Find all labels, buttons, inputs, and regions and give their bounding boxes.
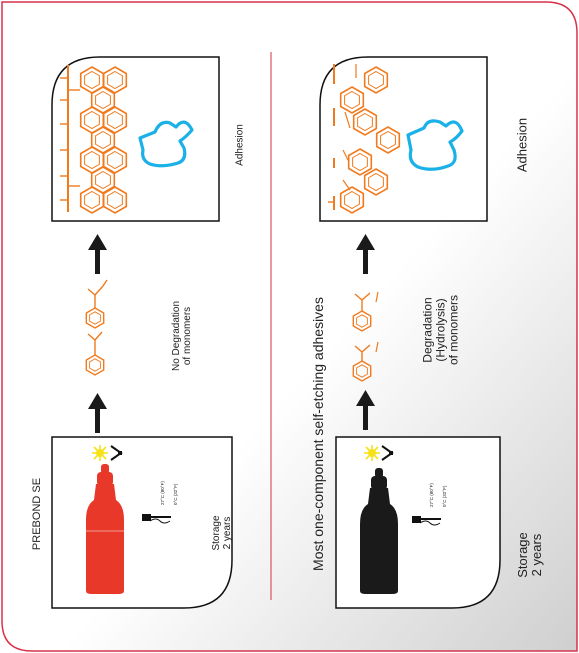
top-product-label: PREBOND SE — [31, 477, 43, 551]
bottom-product-label: Most one-component self-etching adhesive… — [310, 297, 326, 571]
bottom-thermometer-icon — [412, 516, 441, 526]
bottom-process-label: Degradation (Hydrolysis) of monomers — [421, 294, 461, 366]
bottom-shelter-icon — [381, 445, 394, 461]
bottom-thermo-label-low: 0°C (32°F) — [442, 485, 447, 507]
bottom-bottle — [360, 468, 398, 594]
bottom-thumbs-down-icon — [406, 119, 464, 171]
top-process-line-1: No Degradation — [171, 300, 182, 372]
top-thermo-label-low: 0°C (32°F) — [173, 483, 178, 505]
top-thumbs-up-icon — [138, 120, 194, 168]
bottom-thermo-label-high: 27°C (80°F) — [429, 483, 434, 507]
top-storage-line-1: Storage — [211, 515, 222, 551]
top-polymer-network — [60, 65, 128, 214]
top-thermometer-icon — [142, 514, 171, 524]
top-process-label: No Degradation of monomers — [171, 301, 193, 371]
top-storage-label: Storage 2 years — [211, 515, 233, 550]
top-storage-panel — [51, 436, 233, 609]
bottom-process-line-3: of monomers — [446, 294, 461, 366]
bottom-degraded-monomer — [352, 291, 379, 382]
bottom-arrow-1 — [356, 390, 375, 430]
bottom-sun-icon — [364, 445, 380, 461]
top-adhesion-panel — [51, 56, 220, 222]
bottom-storage-label: Storage 2 years — [515, 532, 544, 578]
top-process-line-2: of monomers — [182, 306, 193, 366]
bottom-storage-line-1: Storage — [515, 532, 530, 578]
top-monomer-molecule — [85, 279, 108, 376]
bottom-fragmented-network — [328, 64, 401, 214]
top-arrow-1 — [88, 393, 107, 433]
bottom-adhesion-panel — [319, 56, 488, 222]
bottom-arrow-2 — [356, 234, 375, 274]
bottom-result-label: Adhesion — [514, 117, 530, 173]
top-result-label: Adhesion — [234, 124, 246, 166]
top-shelter-icon — [110, 445, 123, 461]
top-sun-icon — [92, 445, 108, 461]
top-storage-line-2: 2 years — [222, 516, 233, 550]
top-arrow-2 — [88, 234, 107, 274]
top-bottle — [86, 464, 124, 594]
top-thermo-label-high: 27°C (80°F) — [160, 481, 165, 505]
bottom-storage-line-2: 2 years — [529, 533, 544, 577]
